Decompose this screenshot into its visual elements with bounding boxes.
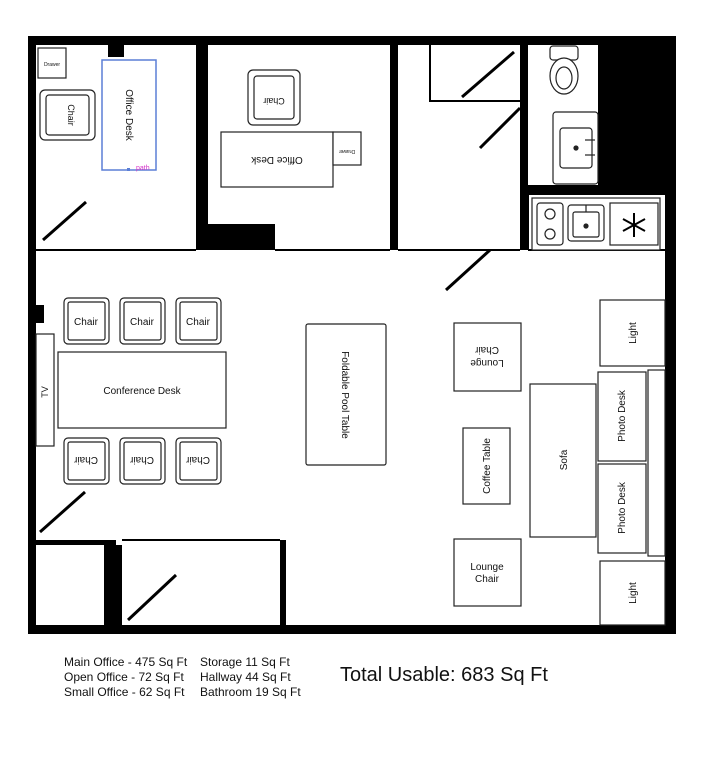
snowflake-icon — [609, 202, 659, 246]
chair-small-office: Chair — [39, 89, 96, 141]
sink-icon — [552, 111, 599, 185]
door-swings — [39, 50, 522, 622]
stove-icon — [536, 202, 564, 246]
area-storage: Storage 11 Sq Ft — [200, 655, 290, 669]
area-hallway: Hallway 44 Sq Ft — [200, 670, 291, 684]
svg-text:Chair: Chair — [130, 317, 155, 328]
conference-desk: Conference Desk — [57, 351, 227, 429]
drawer-open-office: Drawer — [332, 131, 362, 166]
office-desk-open-office: Office Desk — [220, 131, 334, 188]
conference-chair-top: Chair Chair Chair — [63, 297, 222, 345]
svg-text:Photo Desk: Photo Desk — [617, 481, 628, 534]
kitchen-sink-icon — [567, 204, 605, 242]
svg-text:Chair: Chair — [74, 317, 99, 328]
walls — [28, 36, 676, 634]
area-small-office: Small Office - 62 Sq Ft — [64, 685, 185, 699]
photo-desk-2: Photo Desk — [597, 463, 647, 554]
coffee-table: Coffee Table — [462, 427, 511, 505]
svg-text:Chair: Chair — [474, 344, 499, 355]
svg-text:Chair: Chair — [66, 104, 76, 126]
svg-text:Office Desk: Office Desk — [123, 89, 134, 141]
office-desk-small-office: Office Desk path — [101, 59, 157, 172]
drawer-small-office: Drawer — [37, 47, 67, 79]
svg-text:Chair: Chair — [263, 96, 285, 106]
svg-text:Lounge: Lounge — [470, 357, 504, 368]
foldable-pool-table: Foldable Pool Table — [305, 323, 387, 466]
svg-text:Foldable Pool Table: Foldable Pool Table — [339, 351, 350, 439]
total-usable-area: Total Usable: 683 Sq Ft — [340, 664, 548, 686]
svg-text:Chair: Chair — [186, 317, 211, 328]
tv: TV — [35, 333, 55, 447]
chair-open-office: Chair — [247, 69, 301, 126]
svg-text:Sofa: Sofa — [559, 449, 570, 470]
light-top: Light — [599, 299, 666, 367]
area-legend-right: Storage 11 Sq Ft Hallway 44 Sq Ft Bathro… — [200, 655, 301, 700]
sofa: Sofa — [529, 383, 597, 538]
toilet-icon — [549, 45, 579, 95]
svg-text:Drawer: Drawer — [339, 148, 355, 154]
area-main-office: Main Office - 475 Sq Ft — [64, 655, 188, 669]
svg-text:Light: Light — [628, 322, 639, 344]
area-bathroom: Bathroom 19 Sq Ft — [200, 685, 301, 699]
photo-desk-shelf — [647, 369, 666, 557]
svg-text:Chair: Chair — [73, 454, 98, 465]
floor-plan: Drawer Chair Office Desk path Chair Offi… — [28, 36, 676, 634]
svg-text:Conference Desk: Conference Desk — [103, 386, 181, 397]
svg-text:Chair: Chair — [185, 454, 210, 465]
svg-text:Light: Light — [628, 582, 639, 604]
svg-text:Office Desk: Office Desk — [250, 154, 302, 165]
svg-text:Drawer: Drawer — [44, 62, 60, 68]
lounge-chair-top: Lounge Chair — [453, 322, 522, 392]
path-label: path — [136, 165, 150, 172]
svg-text:Photo Desk: Photo Desk — [617, 389, 628, 442]
svg-text:Lounge: Lounge — [470, 562, 504, 573]
svg-text:Chair: Chair — [475, 574, 500, 585]
area-legend-left: Main Office - 475 Sq Ft Open Office - 72… — [64, 655, 187, 700]
svg-text:Coffee Table: Coffee Table — [482, 438, 493, 494]
light-bottom: Light — [599, 560, 666, 626]
svg-text:TV: TV — [40, 386, 50, 398]
area-open-office: Open Office - 72 Sq Ft — [64, 670, 184, 684]
photo-desk-1: Photo Desk — [597, 371, 647, 462]
conference-chair-bottom: Chair Chair Chair — [63, 437, 222, 485]
svg-text:Chair: Chair — [129, 454, 154, 465]
lounge-chair-bottom: Lounge Chair — [453, 538, 522, 607]
